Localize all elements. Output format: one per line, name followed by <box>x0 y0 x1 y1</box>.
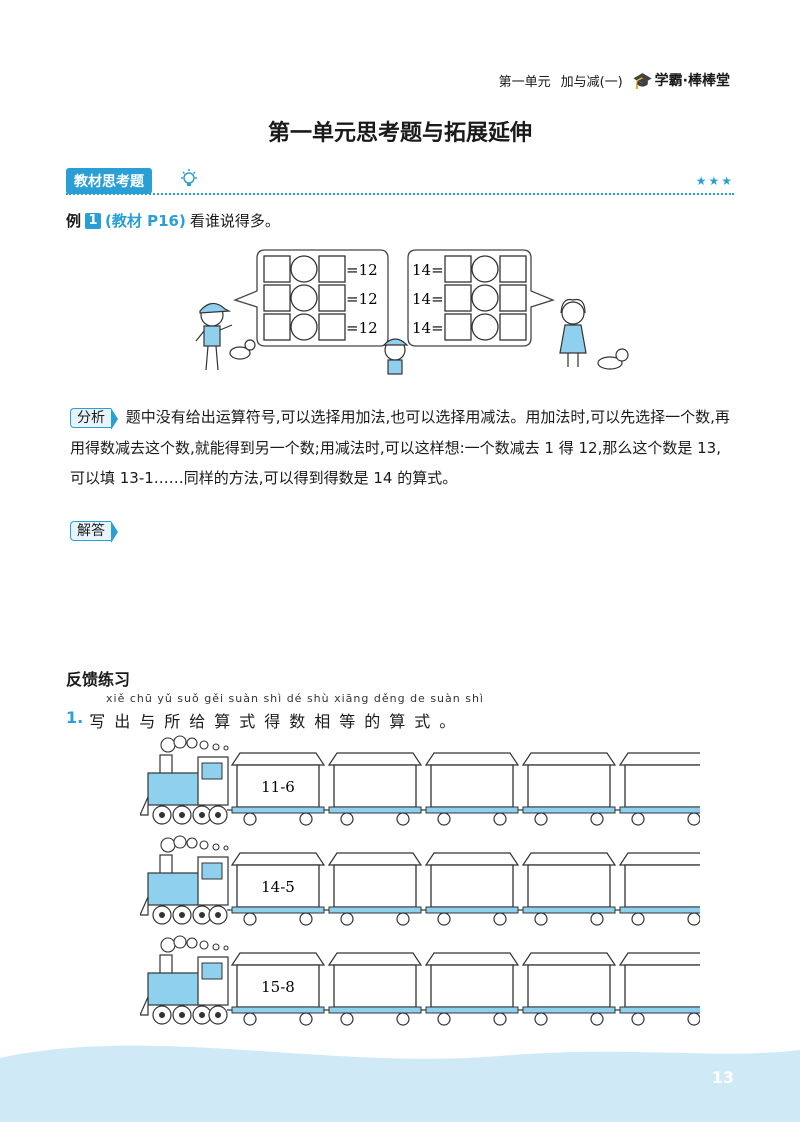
left-bubble-row-3: =12 <box>263 313 378 341</box>
train-car <box>324 852 423 926</box>
train-car <box>518 952 617 1026</box>
train-row: 11-6 <box>140 735 700 826</box>
example-text: 看谁说得多。 <box>189 212 280 230</box>
dog-icon <box>597 348 629 370</box>
analysis-label: 分析 <box>70 408 111 428</box>
train-icon <box>140 854 229 925</box>
example-heading: 例 1 (教材 P16) 看谁说得多。 <box>66 210 280 231</box>
train-expression: 15-8 <box>261 978 295 996</box>
unit-label: 第一单元 <box>498 74 551 90</box>
answer-label: 解答 <box>70 521 111 541</box>
brand: 🎓 学霸·棒棒堂 <box>633 70 730 90</box>
question-1: 1. 写出与所给算式得数相等的算式。 <box>66 708 464 732</box>
analysis-block: 分析 题中没有给出运算符号,可以选择用加法,也可以选择用减法。用加法时,可以先选… <box>70 402 730 493</box>
example-label: 例 <box>66 212 82 230</box>
right-bubble-result-2: 14= <box>412 290 444 308</box>
brand-name: 学霸·棒棒堂 <box>654 73 730 89</box>
child-icon <box>382 338 409 375</box>
feedback-title: 反馈练习 <box>66 670 131 689</box>
train-exercise: 11-6 14-5 15-8 <box>140 735 700 1026</box>
example-number: 1 <box>85 212 102 229</box>
train-car <box>324 752 423 826</box>
question-1-text: 写出与所给算式得数相等的算式。 <box>89 712 465 731</box>
train-row: 14-5 <box>140 835 700 926</box>
right-bubble-result-3: 14= <box>412 319 444 337</box>
section-divider <box>66 193 734 195</box>
question-1-number: 1. <box>66 708 84 727</box>
left-bubble-result-3: =12 <box>346 319 378 337</box>
page-title: 第一单元思考题与拓展延伸 <box>267 121 532 146</box>
right-bubble-row-1: 14= <box>412 255 527 283</box>
train-car <box>421 852 520 926</box>
left-bubble-result-2: =12 <box>346 290 378 308</box>
page-wave-decoration <box>0 1045 800 1122</box>
graduation-cap-icon: 🎓 <box>632 70 653 90</box>
train-car: 11-6 <box>227 752 326 826</box>
speech-bubble-scene: =12 =12 =12 14= 14= 14= <box>195 249 629 375</box>
train-icon <box>140 954 229 1025</box>
example-reference: (教材 P16) <box>105 212 186 230</box>
answer-block: 解答 <box>70 520 111 541</box>
lightbulb-icon <box>181 169 197 186</box>
train-car <box>615 952 700 1026</box>
smoke-icon <box>160 735 229 753</box>
boy-icon <box>195 302 233 371</box>
train-car <box>615 752 700 826</box>
train-car: 15-8 <box>227 952 326 1026</box>
train-row: 15-8 <box>140 935 700 1026</box>
running-head: 第一单元 加与减(一) 🎓 学霸·棒棒堂 <box>499 70 730 90</box>
smoke-icon <box>160 835 229 853</box>
right-bubble-row-3: 14= <box>412 313 527 341</box>
train-expression: 11-6 <box>261 778 295 796</box>
left-bubble-row-1: =12 <box>263 255 378 283</box>
train-icon <box>140 754 229 825</box>
girl-icon <box>559 298 587 367</box>
train-car <box>421 952 520 1026</box>
right-bubble-row-2: 14= <box>412 284 527 312</box>
train-car <box>324 952 423 1026</box>
train-car <box>518 752 617 826</box>
question-1-pinyin: xiě chū yǔ suǒ gěi suàn shì dé shù xiāng… <box>106 692 484 705</box>
section-tag: 教材思考题 <box>66 168 152 194</box>
analysis-text: 题中没有给出运算符号,可以选择用加法,也可以选择用减法。用加法时,可以先选择一个… <box>70 408 730 487</box>
train-car <box>518 852 617 926</box>
train-car <box>615 852 700 926</box>
train-car <box>421 752 520 826</box>
dog-icon <box>229 339 256 360</box>
left-bubble-result-1: =12 <box>346 261 378 279</box>
difficulty-stars: ★★★ <box>695 174 734 188</box>
train-car: 14-5 <box>227 852 326 926</box>
left-bubble-row-2: =12 <box>263 284 378 312</box>
train-expression: 14-5 <box>261 878 295 896</box>
page-number: 13 <box>711 1068 734 1087</box>
smoke-icon <box>160 935 229 953</box>
section-label: 加与减(一) <box>560 74 623 90</box>
right-bubble-result-1: 14= <box>412 261 444 279</box>
